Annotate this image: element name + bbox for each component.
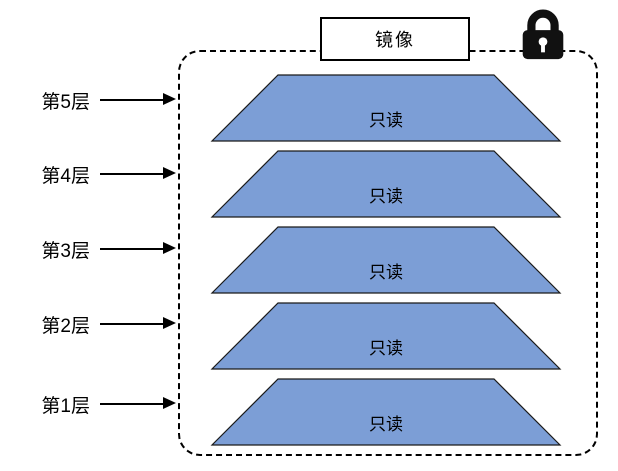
layer-5-arrow-icon: [100, 93, 176, 106]
lock-icon: [522, 9, 564, 60]
layer-1-arrow-icon: [100, 397, 176, 410]
arrow-head-icon: [163, 93, 176, 106]
layer-4-arrow-icon: [100, 167, 176, 180]
layer-label-row-4: 第4层: [28, 159, 176, 189]
arrow-head-icon: [163, 167, 176, 180]
layer-1-label: 第1层: [41, 395, 90, 417]
arrow-head-icon: [163, 317, 176, 330]
layer-4-label: 第4层: [41, 165, 90, 187]
image-title-label: 镜像: [375, 30, 415, 50]
arrow-head-icon: [163, 242, 176, 255]
layer-label-row-2: 第2层: [28, 309, 176, 339]
layer-label-row-3: 第3层: [28, 234, 176, 264]
layer-3-arrow-icon: [100, 242, 176, 255]
layer-3-label: 第3层: [41, 240, 90, 262]
layer-5-label: 第5层: [41, 91, 90, 113]
image-title-box: 镜像: [320, 17, 470, 61]
layer-2-label: 第2层: [41, 315, 90, 337]
layer-2-arrow-icon: [100, 317, 176, 330]
image-boundary-box: [178, 50, 598, 456]
layer-label-row-5: 第5层: [28, 85, 176, 115]
layer-label-row-1: 第1层: [28, 389, 176, 419]
arrow-head-icon: [163, 397, 176, 410]
